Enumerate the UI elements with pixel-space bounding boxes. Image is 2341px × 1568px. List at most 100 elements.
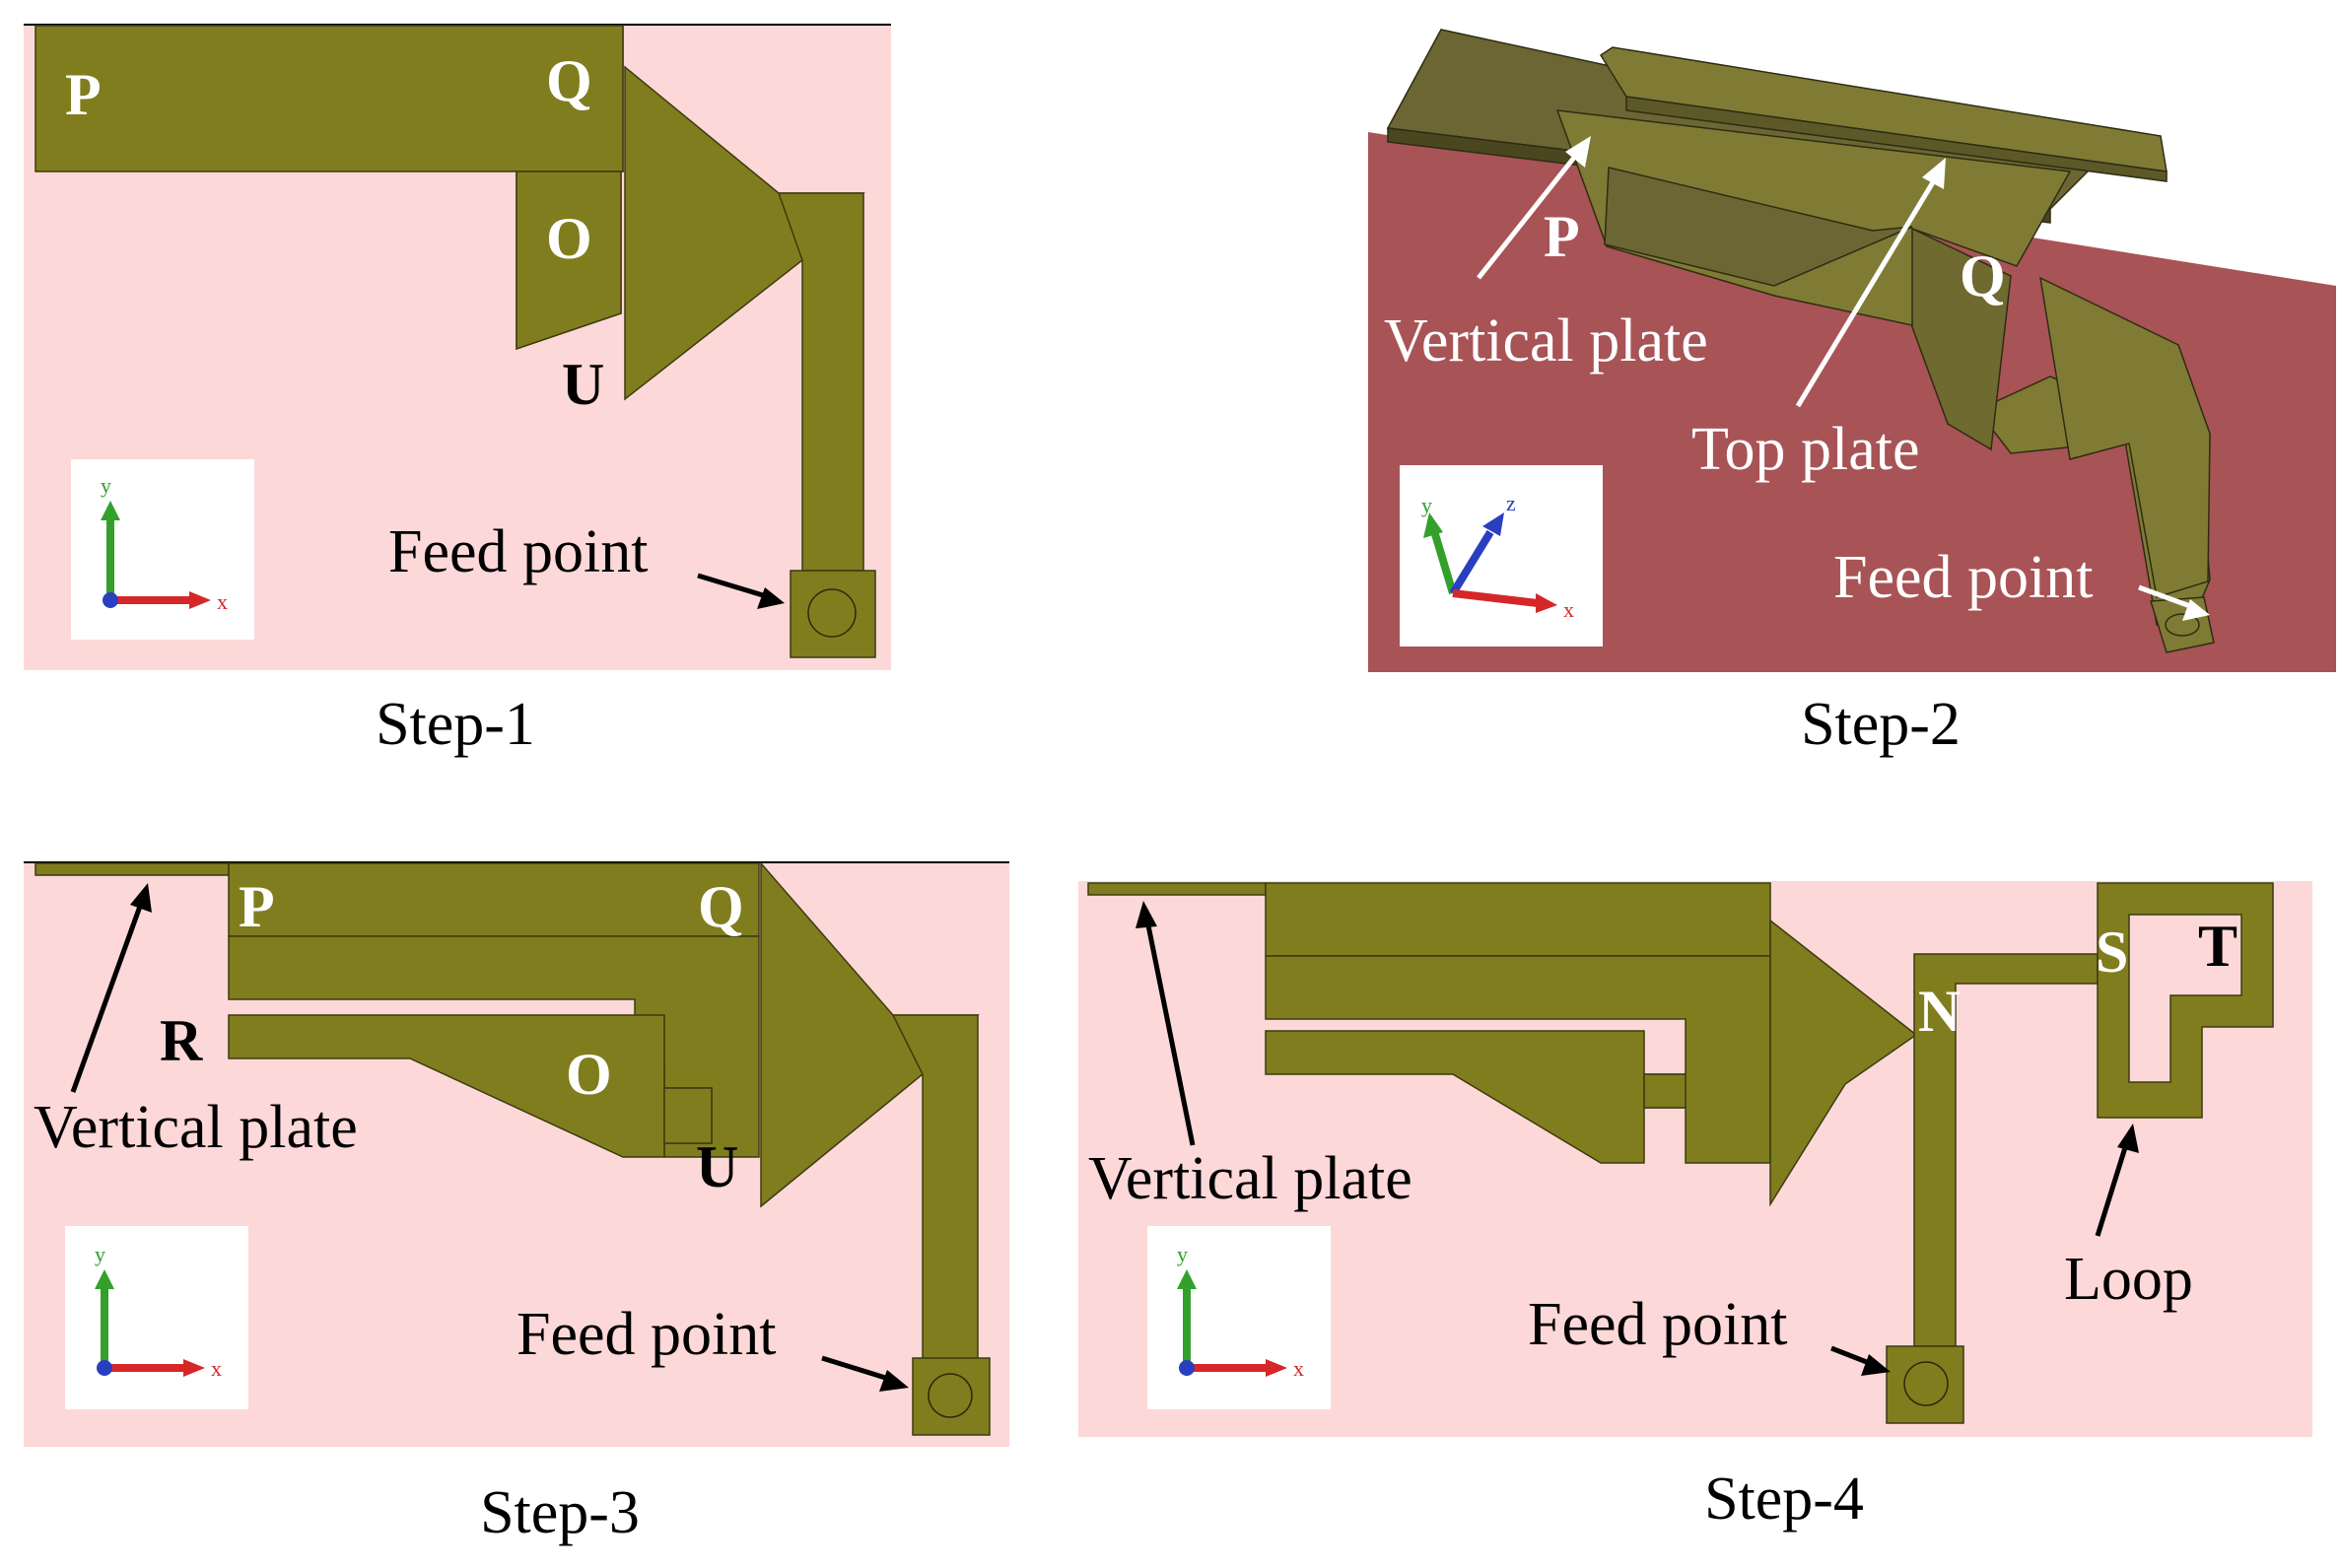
feed-arrow xyxy=(697,573,774,601)
lower-arm xyxy=(1265,1030,1645,1164)
feed-arrowhead xyxy=(2182,599,2210,621)
vertical-plate-arrow xyxy=(1477,152,1579,280)
feed-pad xyxy=(912,1357,991,1436)
step-2-diagram: P Q Vertical plate Top plate Feed point … xyxy=(1368,29,2336,672)
feed-via xyxy=(807,588,857,638)
feed-pad xyxy=(1886,1345,1964,1424)
label-vertical-plate: Vertical plate xyxy=(1384,307,1708,375)
label-u: U xyxy=(562,352,604,417)
loop-slot xyxy=(2128,914,2242,1083)
label-r: R xyxy=(160,1008,203,1073)
feed-arrowhead xyxy=(757,587,785,609)
taper-triangle xyxy=(1769,919,1918,1207)
feed-line-3d xyxy=(2039,276,2211,598)
label-p: P xyxy=(65,62,102,127)
feed-via xyxy=(1903,1361,1949,1406)
label-o: O xyxy=(566,1042,612,1107)
loop-arrow xyxy=(2095,1140,2130,1237)
label-t: T xyxy=(2198,914,2238,979)
label-feed-point: Feed point xyxy=(1528,1291,1787,1358)
y-axis-head xyxy=(101,501,120,520)
x-axis-label: x xyxy=(217,589,228,614)
panel-step-3: P Q R O U Vertical plate Feed point y x xyxy=(24,861,1009,1447)
axis-box xyxy=(65,1226,248,1409)
x-axis-head xyxy=(189,591,211,609)
patch-o-section xyxy=(516,170,622,351)
label-loop: Loop xyxy=(2064,1246,2193,1313)
top-plate xyxy=(1599,46,2168,172)
z-axis-dot xyxy=(103,592,118,608)
label-p: P xyxy=(239,874,275,939)
label-q: Q xyxy=(546,48,592,113)
axis-box xyxy=(1147,1226,1331,1409)
x-axis-head xyxy=(1266,1359,1287,1377)
label-feed-point: Feed point xyxy=(388,518,648,585)
feed-arrowhead xyxy=(879,1370,909,1392)
label-q: Q xyxy=(1960,243,2006,308)
x-axis-label: x xyxy=(211,1356,222,1381)
top-plate-edge xyxy=(1625,96,2168,182)
feed-arrow xyxy=(821,1355,896,1384)
y-axis-label: y xyxy=(95,1242,105,1266)
vertical-plate-arrow xyxy=(70,900,145,1093)
step-4-diagram: N S T Vertical plate Loop Feed point y x xyxy=(1078,881,2312,1437)
vertical-plate-strip xyxy=(34,862,230,876)
z-axis xyxy=(1449,529,1494,596)
y-axis-head xyxy=(1177,1269,1197,1289)
label-vertical-plate: Vertical plate xyxy=(34,1094,358,1161)
panel-step-2: P Q Vertical plate Top plate Feed point … xyxy=(1360,20,2336,672)
o-stub xyxy=(663,1087,713,1144)
x-axis-head xyxy=(183,1359,205,1377)
top-plate-arrow xyxy=(1795,175,1939,408)
feed-via-3d xyxy=(2165,613,2200,637)
y-axis xyxy=(1431,532,1457,595)
panel-step-4: N S T Vertical plate Loop Feed point y x xyxy=(1078,881,2312,1437)
stub xyxy=(1643,1073,1687,1109)
step-3-diagram: P Q R O U Vertical plate Feed point y x xyxy=(24,861,1009,1447)
label-vertical-plate: Vertical plate xyxy=(1088,1145,1412,1212)
label-q: Q xyxy=(698,874,744,939)
panel-step-1: P Q O U Feed point y x xyxy=(24,24,891,670)
y-axis-head xyxy=(1423,512,1443,538)
top-plate-arrowhead xyxy=(1922,158,1946,189)
feed-via xyxy=(928,1373,973,1418)
top-arm xyxy=(1265,882,1771,957)
x-axis xyxy=(1452,589,1539,607)
feed-pad xyxy=(790,570,876,658)
axis-box xyxy=(71,459,254,640)
y-axis-label: y xyxy=(101,473,111,498)
y-axis-head xyxy=(95,1269,114,1289)
vertical-plate-arrowhead xyxy=(1565,136,1591,168)
label-s: S xyxy=(2096,920,2128,985)
ground-plane-3d xyxy=(1368,132,2336,672)
z-axis-dot xyxy=(1179,1360,1195,1376)
patch-arm-pq xyxy=(34,25,624,172)
taper-3d xyxy=(1911,227,2012,451)
z-axis-dot xyxy=(97,1360,112,1376)
label-n: N xyxy=(1918,979,1961,1044)
y-axis-label: y xyxy=(1177,1242,1188,1266)
vertical-plate-strip xyxy=(1087,882,1267,896)
arm-r xyxy=(228,1014,665,1158)
x-axis-head xyxy=(1536,593,1557,613)
caption-step-3: Step-3 xyxy=(480,1479,640,1546)
z-axis-label: z xyxy=(1506,491,1516,515)
label-top-plate: Top plate xyxy=(1691,416,1920,483)
vertical-plate-arrowhead xyxy=(130,883,152,913)
caption-step-4: Step-4 xyxy=(1704,1466,1864,1533)
label-u: U xyxy=(696,1134,738,1199)
vertical-plate-arrowhead xyxy=(1136,901,1157,928)
label-o: O xyxy=(546,206,592,271)
axis-box xyxy=(1400,465,1603,647)
caption-step-1: Step-1 xyxy=(376,691,535,758)
top-arm-pq xyxy=(228,862,760,937)
loop-arrowhead xyxy=(2117,1124,2139,1153)
label-p: P xyxy=(1544,204,1580,269)
label-feed-point: Feed point xyxy=(516,1301,776,1368)
patch-side xyxy=(1604,167,1913,287)
z-axis-head xyxy=(1482,512,1504,536)
vertical-plate-arrow xyxy=(1144,920,1196,1146)
step-1-diagram: P Q O U Feed point y x xyxy=(24,24,891,670)
label-feed-point: Feed point xyxy=(1833,544,2093,611)
feed-arrowhead xyxy=(1861,1354,1891,1376)
